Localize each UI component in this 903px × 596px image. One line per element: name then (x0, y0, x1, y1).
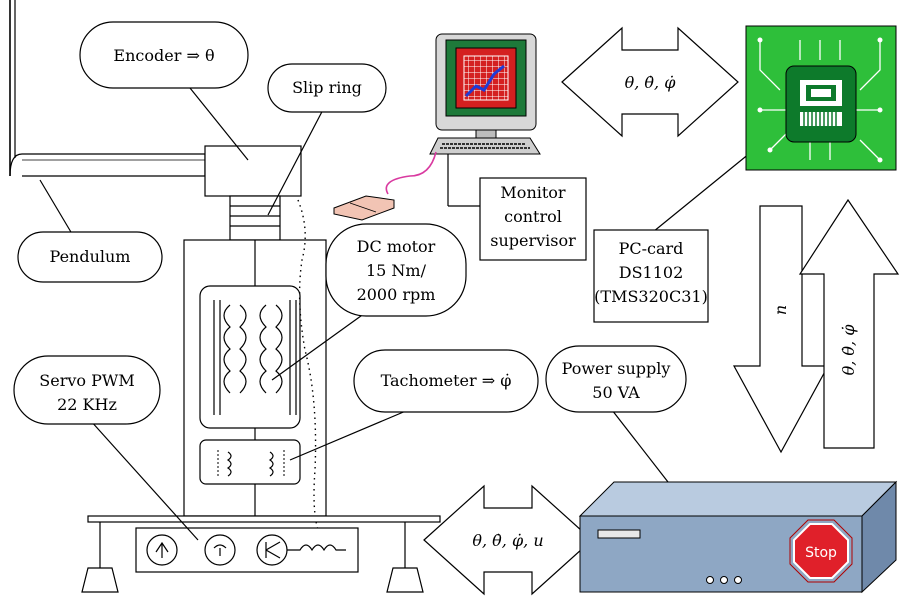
mouse-icon (333, 195, 395, 221)
pc-card-label: PC-card DS1102 (TMS320C31) (593, 229, 709, 323)
svg-text:22 KHz: 22 KHz (57, 395, 117, 414)
monitor-label: Monitor control supervisor (479, 177, 587, 261)
svg-text:Servo PWM: Servo PWM (39, 371, 134, 390)
svg-text:PC-card: PC-card (619, 239, 684, 258)
slip-ring-block (229, 195, 281, 241)
power-supply-label: Power supply 50 VA (545, 345, 687, 413)
svg-text:supervisor: supervisor (490, 231, 576, 250)
svg-text:Pendulum: Pendulum (50, 247, 131, 266)
svg-text:50 VA: 50 VA (592, 383, 640, 402)
pc-card-icon (745, 25, 897, 171)
computer-icon (385, 33, 541, 195)
svg-text:DS1102: DS1102 (619, 263, 684, 282)
svg-text:DC motor: DC motor (357, 237, 436, 256)
pendulum-label: Pendulum (17, 231, 163, 283)
encoder-block (204, 145, 302, 197)
stop-button[interactable]: Stop (789, 519, 853, 583)
motor-housing (183, 199, 327, 531)
svg-text:θ, θ̇, φ̇: θ, θ̇, φ̇ (839, 324, 858, 376)
svg-text:Slip ring: Slip ring (292, 78, 362, 97)
down-arrow: n (732, 205, 830, 454)
pc-double-arrow: θ, θ̇, φ̇ (561, 26, 739, 138)
pendulum-rod (9, 0, 206, 177)
svg-text:θ, θ̇, φ̇: θ, θ̇, φ̇ (625, 73, 677, 92)
servo-double-arrow: θ, θ̇, φ̇, u (423, 484, 593, 596)
svg-text:n: n (771, 305, 790, 315)
svg-text:(TMS320C31): (TMS320C31) (594, 287, 708, 306)
svg-text:control: control (504, 207, 562, 226)
leader-lines (39, 87, 767, 541)
dc-motor-label: DC motor 15 Nm/ 2000 rpm (325, 223, 467, 317)
encoder-label: Encoder ⇒ θ (79, 21, 249, 89)
svg-text:Power supply: Power supply (562, 359, 671, 378)
servo-label: Servo PWM 22 KHz (13, 355, 161, 425)
svg-text:Monitor: Monitor (500, 183, 566, 202)
svg-text:2000 rpm: 2000 rpm (357, 285, 436, 304)
svg-text:Encoder ⇒ θ: Encoder ⇒ θ (113, 46, 214, 65)
up-arrow: θ, θ̇, φ̇ (798, 198, 900, 449)
svg-text:15 Nm/: 15 Nm/ (366, 261, 427, 280)
svg-text:θ, θ̇, φ̇, u: θ, θ̇, φ̇, u (472, 531, 543, 550)
base-table (81, 515, 441, 593)
svg-text:Tachometer ⇒ φ̇: Tachometer ⇒ φ̇ (381, 371, 512, 390)
power-supply-icon (578, 480, 898, 594)
tachometer-label: Tachometer ⇒ φ̇ (353, 349, 539, 413)
svg-text:Stop: Stop (805, 545, 837, 561)
slip-ring-label: Slip ring (267, 63, 387, 113)
